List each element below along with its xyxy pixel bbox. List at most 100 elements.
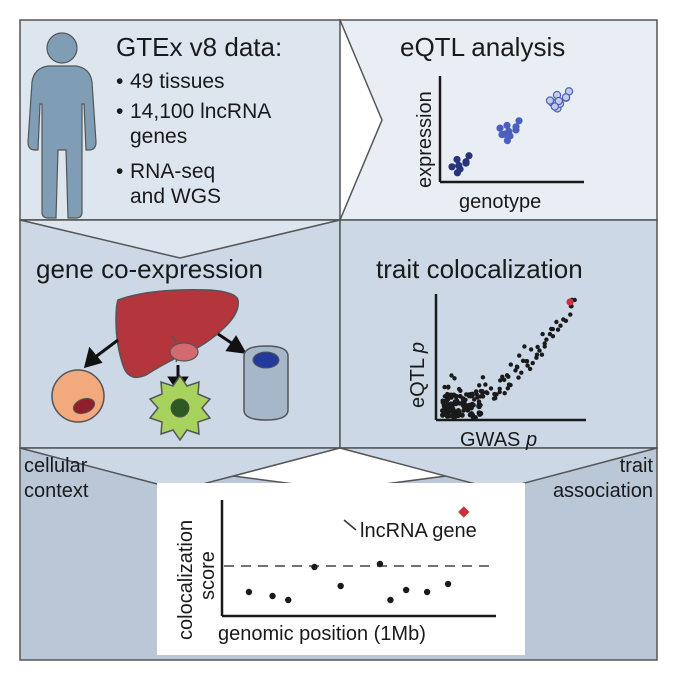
bullet-3-line-1: RNA-seq — [130, 160, 215, 183]
eqtl-axes — [438, 76, 584, 184]
coloc-point — [517, 353, 522, 358]
coloc-point — [513, 368, 518, 373]
coloc-ylabel: eQTL p — [407, 342, 429, 408]
coexpr-caption-line-1: cellular — [24, 455, 88, 477]
coloc-point — [527, 366, 533, 372]
bullet-2-dot: • — [116, 100, 123, 123]
coloc-point — [440, 400, 445, 405]
coloc-point — [469, 402, 475, 408]
coloc-point — [480, 394, 486, 399]
coloc-point — [474, 392, 479, 397]
bottom-ylabel-line-2: score — [197, 551, 219, 600]
coloc-points — [440, 297, 577, 421]
arrow-left-icon — [83, 338, 119, 369]
coloc-point — [497, 389, 502, 395]
coloc-xlabel-text: GWAS — [460, 429, 520, 451]
coloc-point — [472, 415, 478, 421]
coloc-point — [535, 344, 540, 350]
bullet-3-dot: • — [116, 160, 123, 183]
coloc-point — [480, 389, 485, 394]
bullet-3-line-2: and WGS — [130, 185, 221, 208]
eqtl-point — [462, 158, 470, 166]
eqtl-point — [554, 96, 564, 106]
coloc-point — [504, 373, 510, 378]
coloc-point — [488, 386, 494, 391]
eqtl-point — [453, 155, 461, 164]
eqtl-point — [501, 130, 509, 138]
coloc-score-point — [444, 580, 452, 588]
coloc-title: trait colocalization — [376, 254, 583, 284]
eqtl-point — [561, 93, 571, 102]
coloc-point — [508, 362, 513, 367]
blue-cell-icon — [243, 345, 289, 421]
coloc-point — [455, 398, 460, 404]
eqtl-ylabel: expression — [414, 91, 436, 188]
coloc-point — [558, 323, 563, 328]
coloc-highlight-point — [566, 298, 574, 306]
coloc-ylabel-italic: p — [407, 342, 429, 354]
coloc-point — [508, 382, 513, 388]
coloc-xlabel-italic: p — [525, 429, 537, 451]
coloc-point — [528, 347, 534, 352]
eqtl-point — [550, 102, 560, 111]
coloc-point — [519, 370, 524, 375]
coloc-point — [440, 412, 446, 418]
coloc-point — [446, 413, 452, 419]
svg-text:eQTL p: eQTL p — [407, 342, 429, 408]
arrow-right-icon — [217, 332, 247, 354]
lncrna-highlight-point — [458, 506, 470, 518]
eqtl-point — [512, 123, 520, 131]
eqtl-point — [455, 161, 463, 170]
coloc-point — [542, 344, 547, 349]
coloc-score-point — [311, 563, 318, 571]
bullet-2-line-2: genes — [130, 125, 187, 148]
coloc-point — [476, 401, 482, 408]
coloc-caption-line-1: trait — [620, 455, 654, 477]
eqtl-point — [545, 96, 555, 105]
coloc-point — [449, 393, 455, 399]
coloc-point — [446, 394, 451, 399]
orange-cell-icon — [51, 369, 105, 423]
liver-icon — [115, 288, 239, 379]
bullet-2-line-1: 14,100 lncRNA — [130, 100, 271, 123]
coloc-xlabel: GWAS p — [460, 429, 537, 451]
coloc-point — [442, 384, 447, 390]
coexpr-panel-notch — [19, 447, 341, 491]
coloc-score-point — [285, 596, 292, 604]
bottom-points — [245, 506, 470, 604]
coloc-point — [540, 331, 545, 337]
bottom-ylabel-line-1: colocalization — [175, 520, 197, 640]
coloc-point — [452, 376, 457, 381]
gtex-bullet-list: • 49 tissues • 14,100 lncRNA genes • RNA… — [116, 70, 271, 208]
annotation-leader — [343, 519, 357, 531]
coloc-point — [554, 319, 559, 325]
coloc-point — [491, 396, 497, 401]
coloc-score-point — [402, 586, 410, 594]
coloc-point — [549, 326, 554, 332]
coloc-axes — [434, 294, 586, 422]
coloc-point — [505, 386, 510, 391]
coloc-point — [502, 377, 507, 382]
eqtl-point — [515, 117, 523, 125]
coloc-point — [446, 408, 452, 414]
coloc-point — [561, 317, 566, 322]
eqtl-point — [503, 121, 511, 129]
coloc-point — [449, 373, 454, 378]
coloc-point — [525, 363, 530, 368]
coloc-ylabel-text: eQTL — [407, 358, 429, 408]
coloc-point — [472, 397, 477, 402]
eqtl-point — [496, 124, 504, 132]
coloc-score-point — [376, 560, 384, 568]
coloc-point — [520, 358, 526, 363]
coloc-point — [497, 386, 502, 391]
top-panels-arrow — [19, 219, 341, 259]
gtex-title: GTEx v8 data: — [116, 32, 282, 62]
coloc-score-point — [423, 588, 431, 596]
annotation-label: lncRNA gene — [360, 520, 477, 542]
coloc-caption-line-2: association — [553, 480, 653, 502]
eqtl-title: eQTL analysis — [400, 32, 565, 62]
eqtl-xlabel: genotype — [459, 191, 541, 213]
coloc-point — [454, 393, 459, 399]
coloc-score-point — [337, 582, 344, 590]
